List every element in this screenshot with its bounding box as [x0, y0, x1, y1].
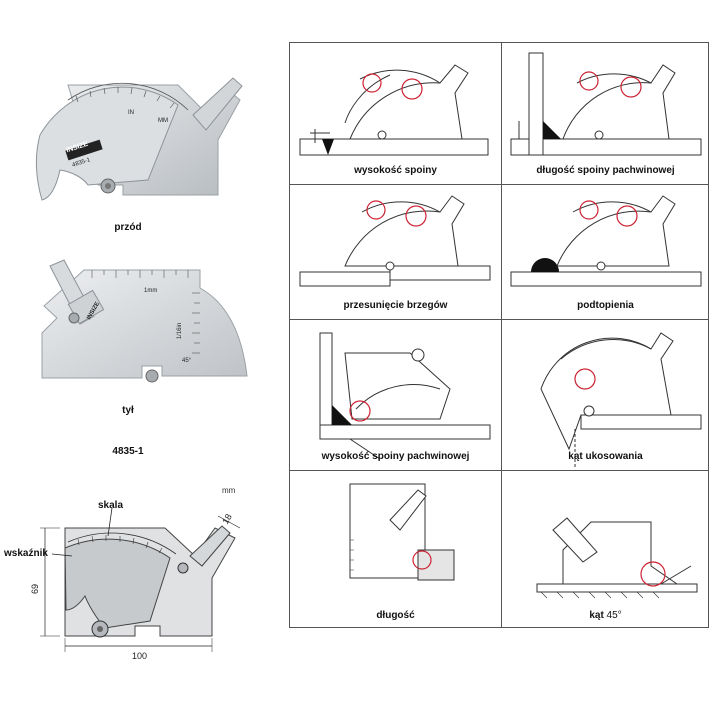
- model-number: 4835-1: [112, 446, 144, 457]
- usage-grid: wysokość spoiny długość spoiny pachwinow…: [289, 42, 709, 628]
- usage-cell-undercut: podtopienia: [501, 184, 710, 319]
- angle-45-caption-value: 45°: [606, 610, 622, 621]
- grid-divider-vertical: [501, 43, 502, 627]
- diagram-dim-width: 100: [132, 651, 148, 661]
- usage-cell-fillet-weld-length: długość spoiny pachwinowej: [501, 43, 710, 184]
- weld-height-caption: wysokość spoiny: [354, 165, 437, 176]
- dimension-diagram-drawing: [40, 507, 241, 652]
- fillet-weld-height-caption: wysokość spoiny pachwinowej: [321, 451, 470, 462]
- dimension-diagram: mm skala wskaźnik 100 69 18: [0, 486, 270, 666]
- weld-height-illustration: [299, 64, 489, 156]
- grid-divider-row-2: [290, 319, 708, 320]
- front-photo: INSIZE 4835-1 MM IN: [28, 60, 248, 210]
- grid-divider-row-1: [290, 184, 708, 185]
- bevel-angle-caption: kąt ukosowania: [568, 451, 643, 462]
- back-ruler-unit: 1mm: [144, 288, 158, 294]
- usage-cell-edge-misalignment: przesunięcie brzegów: [290, 184, 501, 319]
- back-angle-label: 45°: [182, 358, 192, 364]
- usage-cell-bevel-angle: kąt ukosowania: [501, 319, 710, 470]
- edge-misalignment-illustration: [299, 195, 491, 287]
- usage-cell-length: długość: [290, 470, 501, 629]
- back-caption: tył: [122, 405, 134, 416]
- undercut-caption: podtopienia: [577, 300, 634, 311]
- front-gauge-image: [35, 77, 243, 201]
- usage-cell-weld-height: wysokość spoiny: [290, 43, 501, 184]
- diagram-unit: mm: [222, 486, 236, 495]
- diagram-label-scale: skala: [98, 500, 124, 511]
- undercut-illustration: [510, 195, 702, 287]
- back-photo: 1mm 1/16in 45° INSIZE: [22, 258, 252, 393]
- fillet-weld-length-caption: długość spoiny pachwinowej: [536, 165, 675, 176]
- usage-cell-fillet-weld-height: wysokość spoiny pachwinowej: [290, 319, 501, 470]
- fillet-weld-length-illustration: [510, 52, 702, 156]
- edge-misalignment-caption: przesunięcie brzegów: [343, 300, 448, 311]
- usage-cell-angle-45: kąt 45°: [501, 470, 710, 629]
- diagram-dim-height: 69: [30, 583, 41, 595]
- angle-45-caption: kąt 45°: [589, 610, 621, 621]
- front-scale-in: IN: [128, 110, 134, 116]
- front-caption: przód: [114, 222, 142, 233]
- back-fraction-label: 1/16in: [177, 322, 184, 340]
- angle-45-illustration: [536, 517, 698, 599]
- diagram-label-indicator: wskaźnik: [4, 548, 48, 559]
- bevel-angle-illustration: [540, 332, 702, 469]
- grid-divider-row-3: [290, 470, 708, 471]
- angle-45-caption-text: kąt: [589, 610, 604, 621]
- front-scale-unit: MM: [158, 118, 168, 124]
- fillet-weld-height-illustration: [319, 332, 491, 460]
- back-gauge-image: [41, 259, 248, 383]
- length-caption: długość: [376, 610, 415, 621]
- length-illustration: [349, 483, 455, 581]
